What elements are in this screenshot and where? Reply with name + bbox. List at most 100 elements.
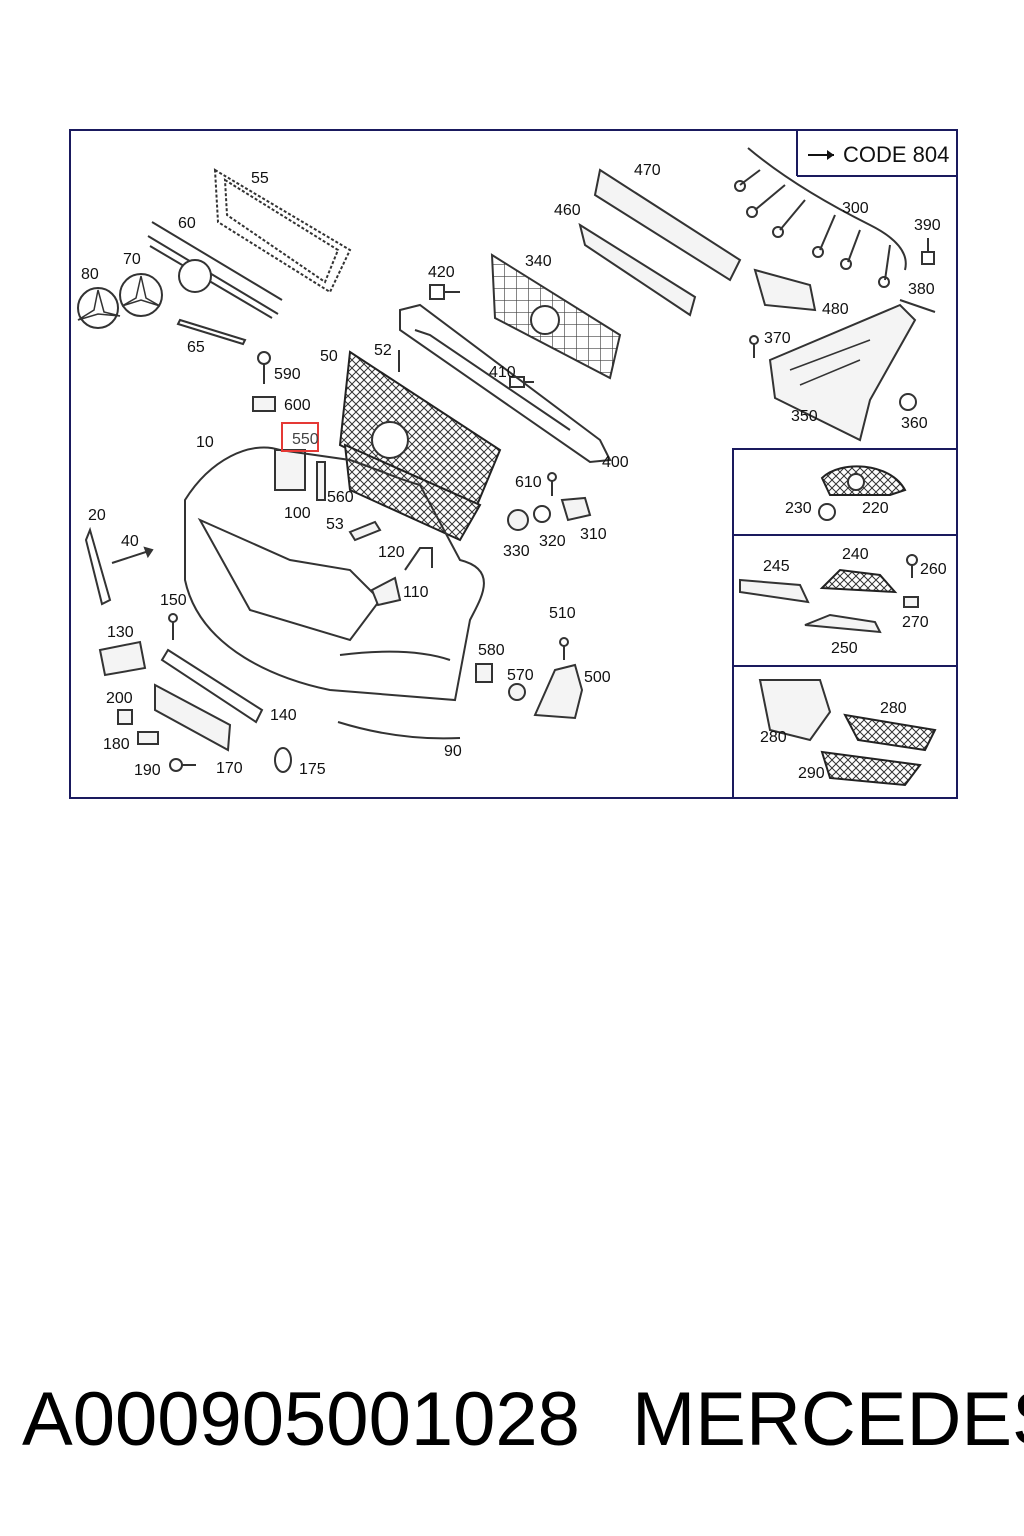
clip-180 — [137, 731, 159, 745]
callout-470: 470 — [634, 162, 661, 179]
bolt-570 — [508, 683, 526, 701]
callout-65: 65 — [187, 339, 205, 356]
insert-250 — [804, 613, 882, 634]
callout-230: 230 — [785, 500, 812, 517]
ring-320 — [533, 505, 551, 523]
bumper-cover-10 — [184, 446, 485, 702]
screw-260 — [906, 554, 918, 578]
sensor-120 — [404, 547, 433, 571]
callout-480: 480 — [822, 301, 849, 318]
callout-610: 610 — [515, 474, 542, 491]
callout-390: 390 — [914, 217, 941, 234]
code-804-box: CODE 804 — [796, 130, 957, 177]
housing-280 — [758, 679, 832, 742]
callout-50: 50 — [320, 348, 338, 365]
callout-260: 260 — [920, 561, 947, 578]
callout-140: 140 — [270, 707, 297, 724]
callout-90: 90 — [444, 743, 462, 760]
callout-600: 600 — [284, 397, 311, 414]
callout-570: 570 — [507, 667, 534, 684]
callout-580: 580 — [478, 642, 505, 659]
screw-370 — [749, 335, 759, 358]
plate-170 — [154, 683, 232, 752]
highlight-box-550 — [281, 422, 319, 452]
callout-320: 320 — [539, 533, 566, 550]
plug-175 — [274, 747, 292, 773]
clip-580 — [475, 663, 493, 683]
bracket-470 — [593, 168, 742, 282]
callout-400: 400 — [602, 454, 629, 471]
callout-220: 220 — [862, 500, 889, 517]
clip-200 — [117, 709, 133, 725]
callout-120: 120 — [378, 544, 405, 561]
callout-170: 170 — [216, 760, 243, 777]
callout-20: 20 — [88, 507, 106, 524]
screw-590 — [257, 351, 271, 384]
callout-590: 590 — [274, 366, 301, 383]
clip-390 — [921, 238, 935, 265]
clip-420 — [429, 284, 460, 300]
callout-460: 460 — [554, 202, 581, 219]
screw-510 — [559, 637, 569, 660]
callout-55: 55 — [251, 170, 269, 187]
upper-grille-frame — [213, 168, 352, 294]
strip-140 — [160, 648, 264, 724]
trim-53 — [348, 520, 382, 542]
diagram-frame — [69, 129, 958, 799]
strip-90 — [337, 721, 461, 740]
callout-300: 300 — [842, 200, 869, 217]
cover-110 — [370, 576, 402, 607]
bracket-560 — [316, 461, 326, 501]
callout-70: 70 — [123, 251, 141, 268]
callout-240: 240 — [842, 546, 869, 563]
grille-280 — [843, 713, 937, 752]
clip-600 — [252, 396, 276, 412]
bracket-20 — [84, 526, 112, 606]
lower-mesh — [343, 443, 482, 542]
callout-60: 60 — [178, 215, 196, 232]
clip-360 — [899, 393, 917, 411]
callout-420: 420 — [428, 264, 455, 281]
callout-380: 380 — [908, 281, 935, 298]
callout-330: 330 — [503, 543, 530, 560]
callout-500: 500 — [584, 669, 611, 686]
wiring-harness-300 — [734, 147, 907, 288]
callout-190: 190 — [134, 762, 161, 779]
callout-52: 52 — [374, 342, 392, 359]
grille-bars — [147, 221, 283, 319]
callout-130: 130 — [107, 624, 134, 641]
footer: A000905001028 MERCEDES — [0, 1370, 1024, 1470]
callout-550: 550 — [292, 431, 319, 448]
callout-510: 510 — [549, 605, 576, 622]
callout-280-housing: 280 — [760, 729, 787, 746]
callout-150: 150 — [160, 592, 187, 609]
callout-560: 560 — [327, 489, 354, 506]
callout-370: 370 — [764, 330, 791, 347]
callout-245: 245 — [763, 558, 790, 575]
callout-360: 360 — [901, 415, 928, 432]
screw-610 — [547, 472, 557, 496]
star-emblem-80 — [77, 287, 119, 329]
callout-340: 340 — [525, 253, 552, 270]
bracket-460 — [578, 222, 697, 317]
callout-290: 290 — [798, 765, 825, 782]
callout-80: 80 — [81, 266, 99, 283]
bracket-350 — [768, 303, 917, 442]
part-550-module — [274, 449, 306, 491]
clip-270 — [903, 596, 919, 608]
bracket-130 — [98, 640, 147, 677]
code-804-label: CODE 804 — [843, 142, 949, 167]
callout-200: 200 — [106, 690, 133, 707]
rod-40 — [111, 546, 154, 564]
part-number: A000905001028 — [22, 1377, 580, 1462]
trim-strip-65 — [176, 318, 247, 346]
screw-150 — [168, 613, 178, 640]
callout-280-grille: 280 — [880, 700, 907, 717]
star-emblem-70 — [119, 273, 163, 317]
callout-110: 110 — [403, 584, 429, 601]
sensor-330 — [507, 509, 529, 531]
grille-carrier-400 — [399, 303, 612, 464]
callout-350: 350 — [791, 408, 818, 425]
callout-410: 410 — [489, 364, 516, 381]
module-480 — [753, 268, 817, 312]
